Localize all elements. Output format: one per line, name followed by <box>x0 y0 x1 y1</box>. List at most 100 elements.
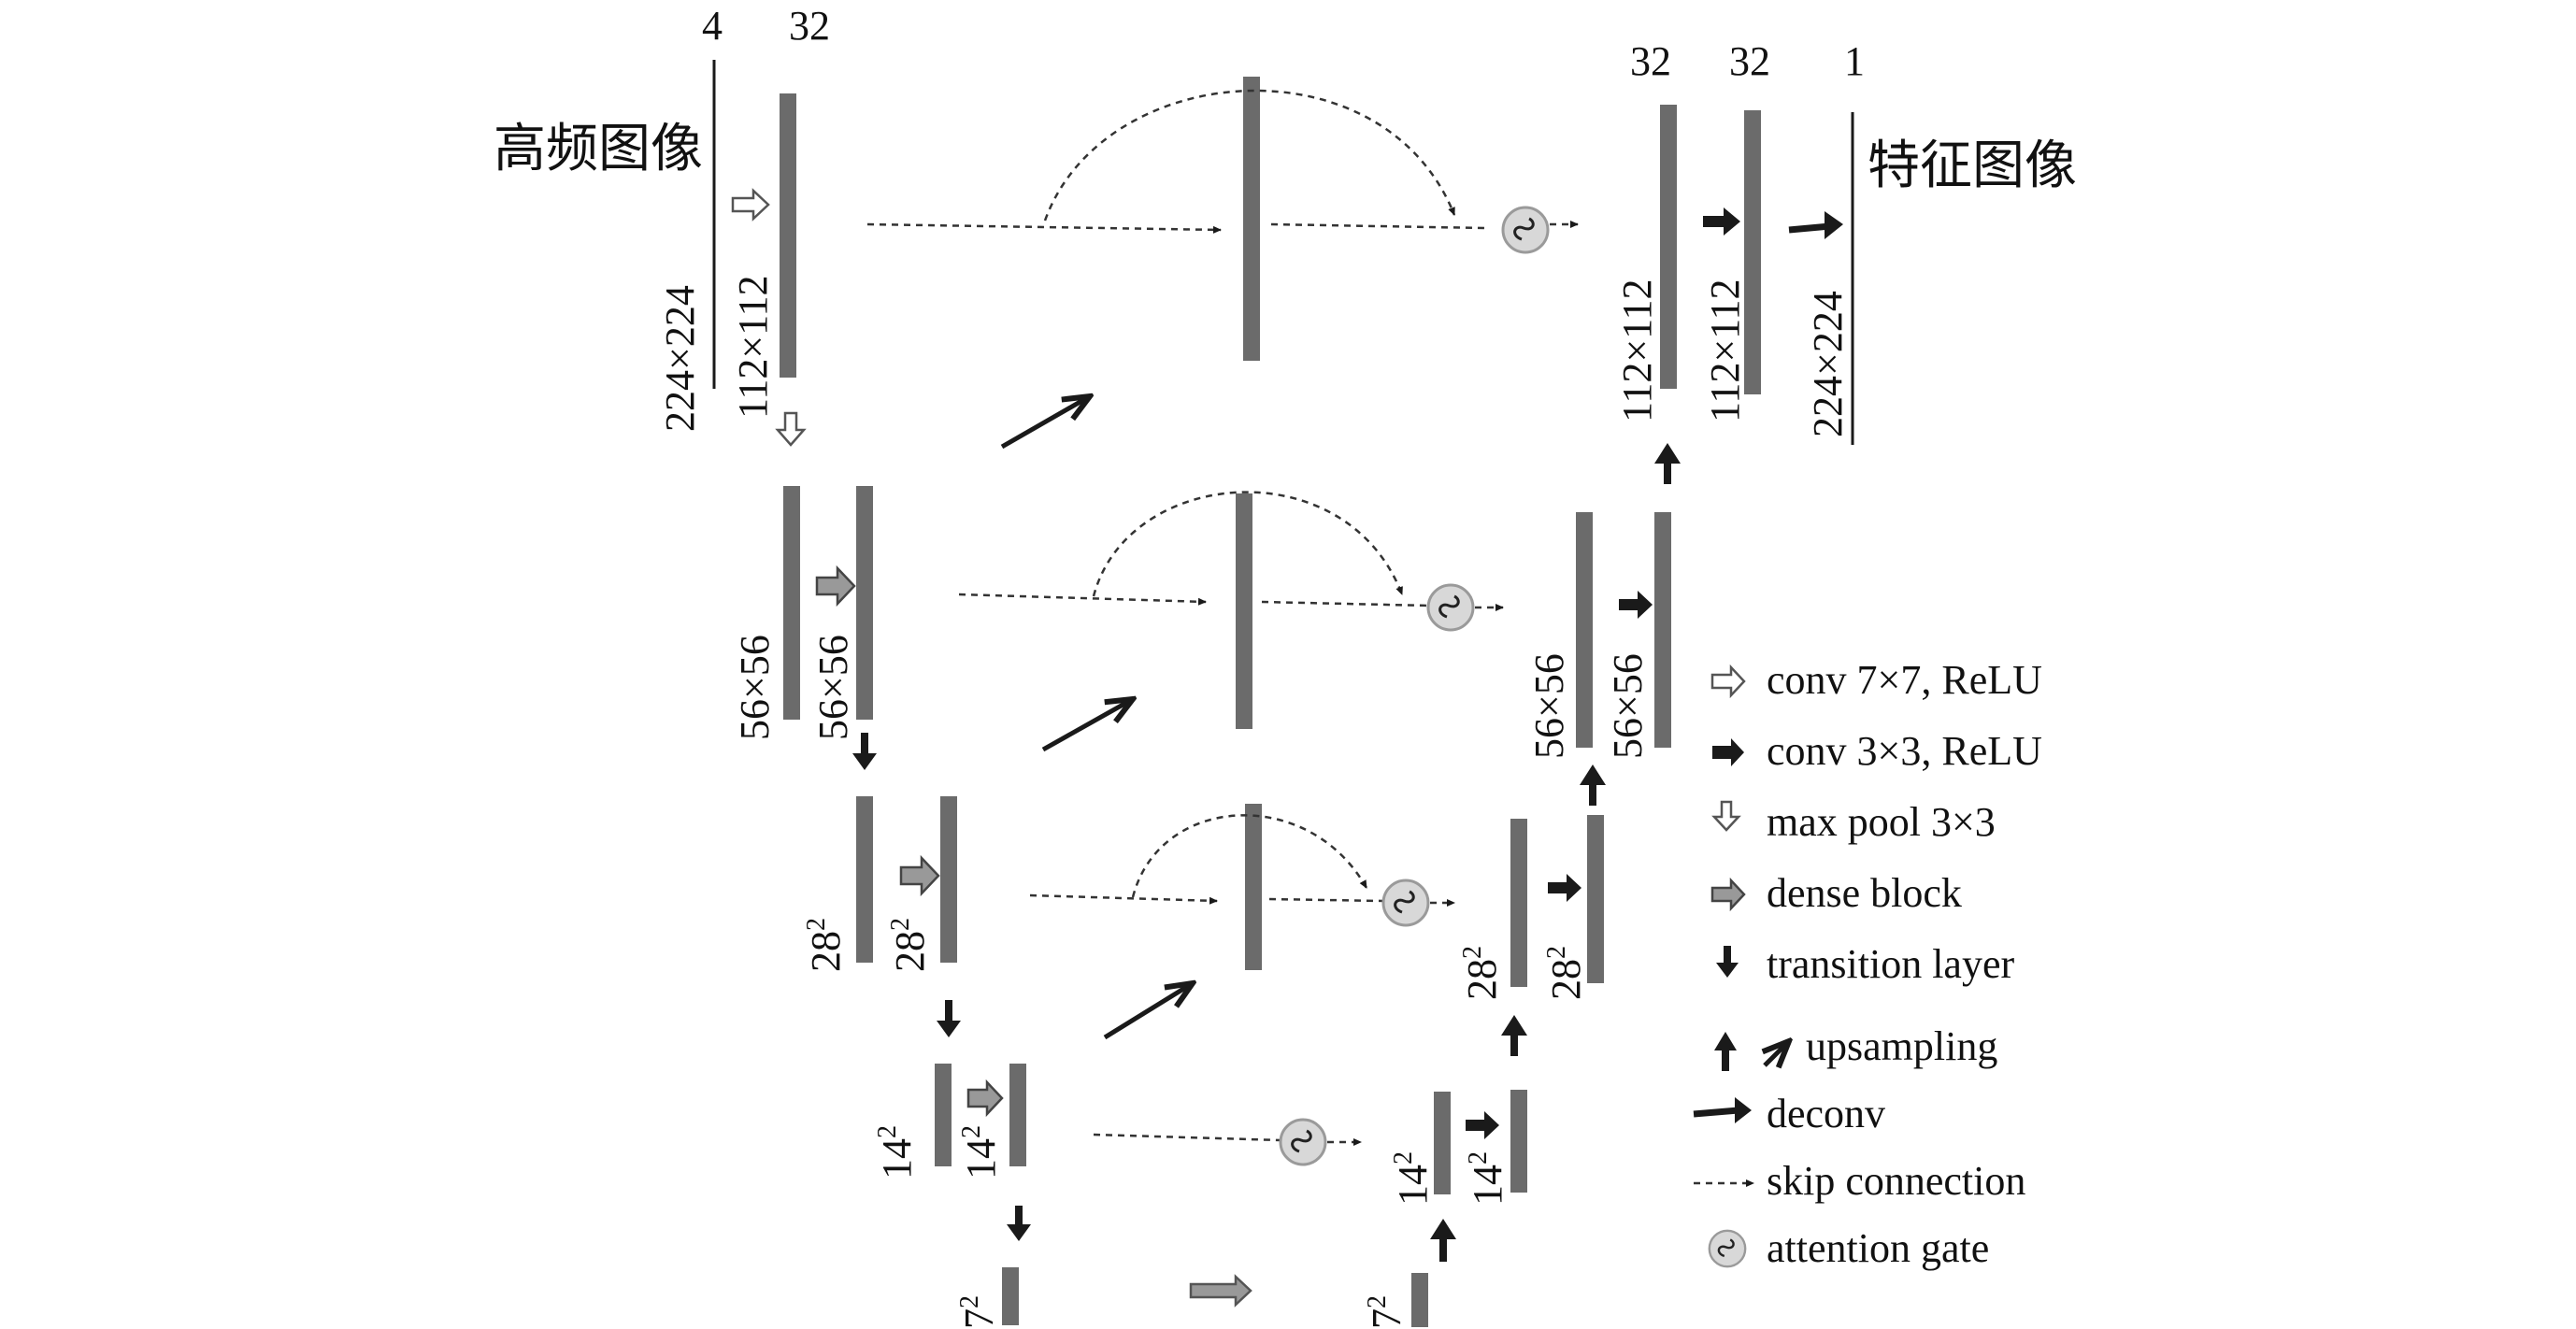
stage3b-size-label: 282 <box>886 918 933 972</box>
input-size-label: 224×224 <box>657 285 703 432</box>
upsampling-arrow-icon <box>1501 1015 1527 1056</box>
decoder-top-b-size: 112×112 <box>1702 279 1748 422</box>
upsampling-diagonal-arrow-2 <box>1041 699 1133 752</box>
middle-bar-2 <box>1236 493 1252 729</box>
stage2b-size-label: 56×56 <box>810 635 856 740</box>
decoder-l4b-bar <box>1510 1090 1527 1193</box>
output-size-label: 224×224 <box>1805 291 1851 437</box>
decoder-l3a-size: 282 <box>1458 946 1505 1000</box>
legend-dense-icon <box>1710 877 1746 912</box>
skip-arc-3 <box>1131 814 1368 898</box>
legend: conv 7×7, ReLU conv 3×3, ReLU max pool 3… <box>1693 657 2042 1271</box>
skip-connection-3 <box>1029 893 1218 905</box>
encoder-stage3b-bar <box>940 796 957 963</box>
legend-deconv-shaft <box>1693 1107 1739 1118</box>
legend-transition-icon <box>1716 946 1739 978</box>
decoder-top-a-bar <box>1660 105 1677 389</box>
decoder-top-b-bar <box>1744 110 1761 394</box>
skip-connection-1b <box>1270 222 1485 230</box>
decoder-l3b-size: 282 <box>1542 946 1589 1000</box>
legend-conv3-icon <box>1712 738 1744 766</box>
skip-connection-1 <box>866 222 1222 234</box>
decoder-bottom-size: 72 <box>1363 1295 1410 1329</box>
deconv-arrow-icon <box>1825 211 1843 239</box>
middle-bar-1 <box>1243 77 1260 361</box>
decoder-top-a-size: 112×112 <box>1614 279 1660 422</box>
legend-attention-label: attention gate <box>1767 1225 1989 1271</box>
conv3-arrow-icon <box>1466 1111 1499 1139</box>
dense-block-arrow-icon <box>899 854 940 897</box>
decoder-ch-out-label: 1 <box>1844 38 1865 84</box>
encoder-bottom-bar <box>1002 1267 1019 1325</box>
legend-deconv-icon <box>1735 1097 1752 1123</box>
legend-conv3-label: conv 3×3, ReLU <box>1767 728 2042 774</box>
dense-block-arrow-icon <box>1189 1274 1252 1308</box>
legend-deconv-label: deconv <box>1767 1091 1885 1136</box>
encoder-stage2b-bar <box>856 486 873 720</box>
decoder-l2b-bar <box>1654 512 1671 748</box>
stage1-size-label: 112×112 <box>730 275 776 419</box>
stage4b-size-label: 142 <box>957 1125 1004 1179</box>
legend-maxpool-icon <box>1711 800 1741 832</box>
legend-conv7-icon <box>1710 664 1746 699</box>
transition-arrow-icon <box>1007 1206 1031 1241</box>
decoder-l3a-bar <box>1510 819 1527 987</box>
stage2a-size-label: 56×56 <box>732 635 778 740</box>
upsampling-arrow-icon <box>1654 443 1681 484</box>
legend-maxpool-label: max pool 3×3 <box>1767 799 1996 845</box>
attention-gate-icon <box>1279 1118 1327 1166</box>
decoder-l2a-bar <box>1576 512 1593 748</box>
decoder-ch-b-label: 32 <box>1729 38 1770 84</box>
legend-attention-gate-icon <box>1708 1229 1747 1268</box>
legend-conv7-label: conv 7×7, ReLU <box>1767 657 2042 703</box>
input-image-label: 高频图像 <box>494 121 703 179</box>
legend-upsampling-label: upsampling <box>1806 1023 1997 1069</box>
skip-connection-2b <box>1261 600 1429 607</box>
maxpool-arrow-icon <box>775 411 807 447</box>
encoder-stage4a-bar <box>935 1064 952 1166</box>
legend-upsampling-diagonal-icon <box>1765 1041 1789 1065</box>
stage1-channels-label: 32 <box>789 3 830 49</box>
legend-skip-label: skip connection <box>1767 1158 2025 1204</box>
stage4a-size-label: 142 <box>873 1125 920 1179</box>
upsampling-arrow-icon <box>1430 1219 1456 1262</box>
decoder-l4a-bar <box>1434 1092 1451 1194</box>
skip-connection-4 <box>1093 1133 1281 1142</box>
decoder-l3b-bar <box>1587 815 1604 983</box>
upsampling-diagonal-arrow-3 <box>1103 983 1193 1040</box>
legend-transition-label: transition layer <box>1767 941 2014 987</box>
bottom-size-label: 72 <box>955 1295 1002 1329</box>
output-image-label: 特征图像 <box>1868 137 2077 195</box>
skip-arc-2 <box>1092 491 1404 597</box>
upsampling-arrow-icon <box>1580 765 1606 806</box>
attention-gate-icon <box>1426 583 1475 632</box>
deconv-arrow-shaft <box>1788 222 1831 234</box>
skip-connection-2 <box>958 593 1207 606</box>
stage3a-size-label: 282 <box>802 918 849 972</box>
skip-connection-3b <box>1268 897 1384 903</box>
legend-upsampling-icon <box>1714 1032 1737 1071</box>
upsampling-diagonal-arrow-1 <box>1000 396 1090 450</box>
conv3-arrow-icon <box>1548 874 1581 902</box>
middle-bar-3 <box>1245 804 1262 970</box>
encoder-stage1-bar <box>780 93 796 378</box>
decoder-l4a-size: 142 <box>1389 1151 1436 1206</box>
conv3-arrow-icon <box>1619 591 1653 619</box>
legend-dense-label: dense block <box>1767 870 1962 916</box>
attention-gate-icon <box>1501 206 1550 254</box>
conv7-arrow-icon <box>731 188 770 222</box>
decoder-l2b-size: 56×56 <box>1605 653 1651 759</box>
dense-block-arrow-icon <box>815 564 856 607</box>
decoder-l2a-size: 56×56 <box>1526 653 1572 759</box>
decoder-ch-a-label: 32 <box>1630 38 1671 84</box>
attention-gate-icon <box>1381 879 1430 927</box>
encoder-stage2a-bar <box>783 486 800 720</box>
encoder-stage4b-bar <box>1009 1064 1026 1166</box>
encoder-stage3a-bar <box>856 796 873 963</box>
decoder-bottom-bar <box>1411 1273 1428 1327</box>
transition-arrow-icon <box>937 1000 961 1037</box>
dense-block-arrow-icon <box>966 1079 1004 1118</box>
conv3-arrow-icon <box>1703 207 1740 236</box>
decoder-l4b-size: 142 <box>1464 1151 1510 1206</box>
